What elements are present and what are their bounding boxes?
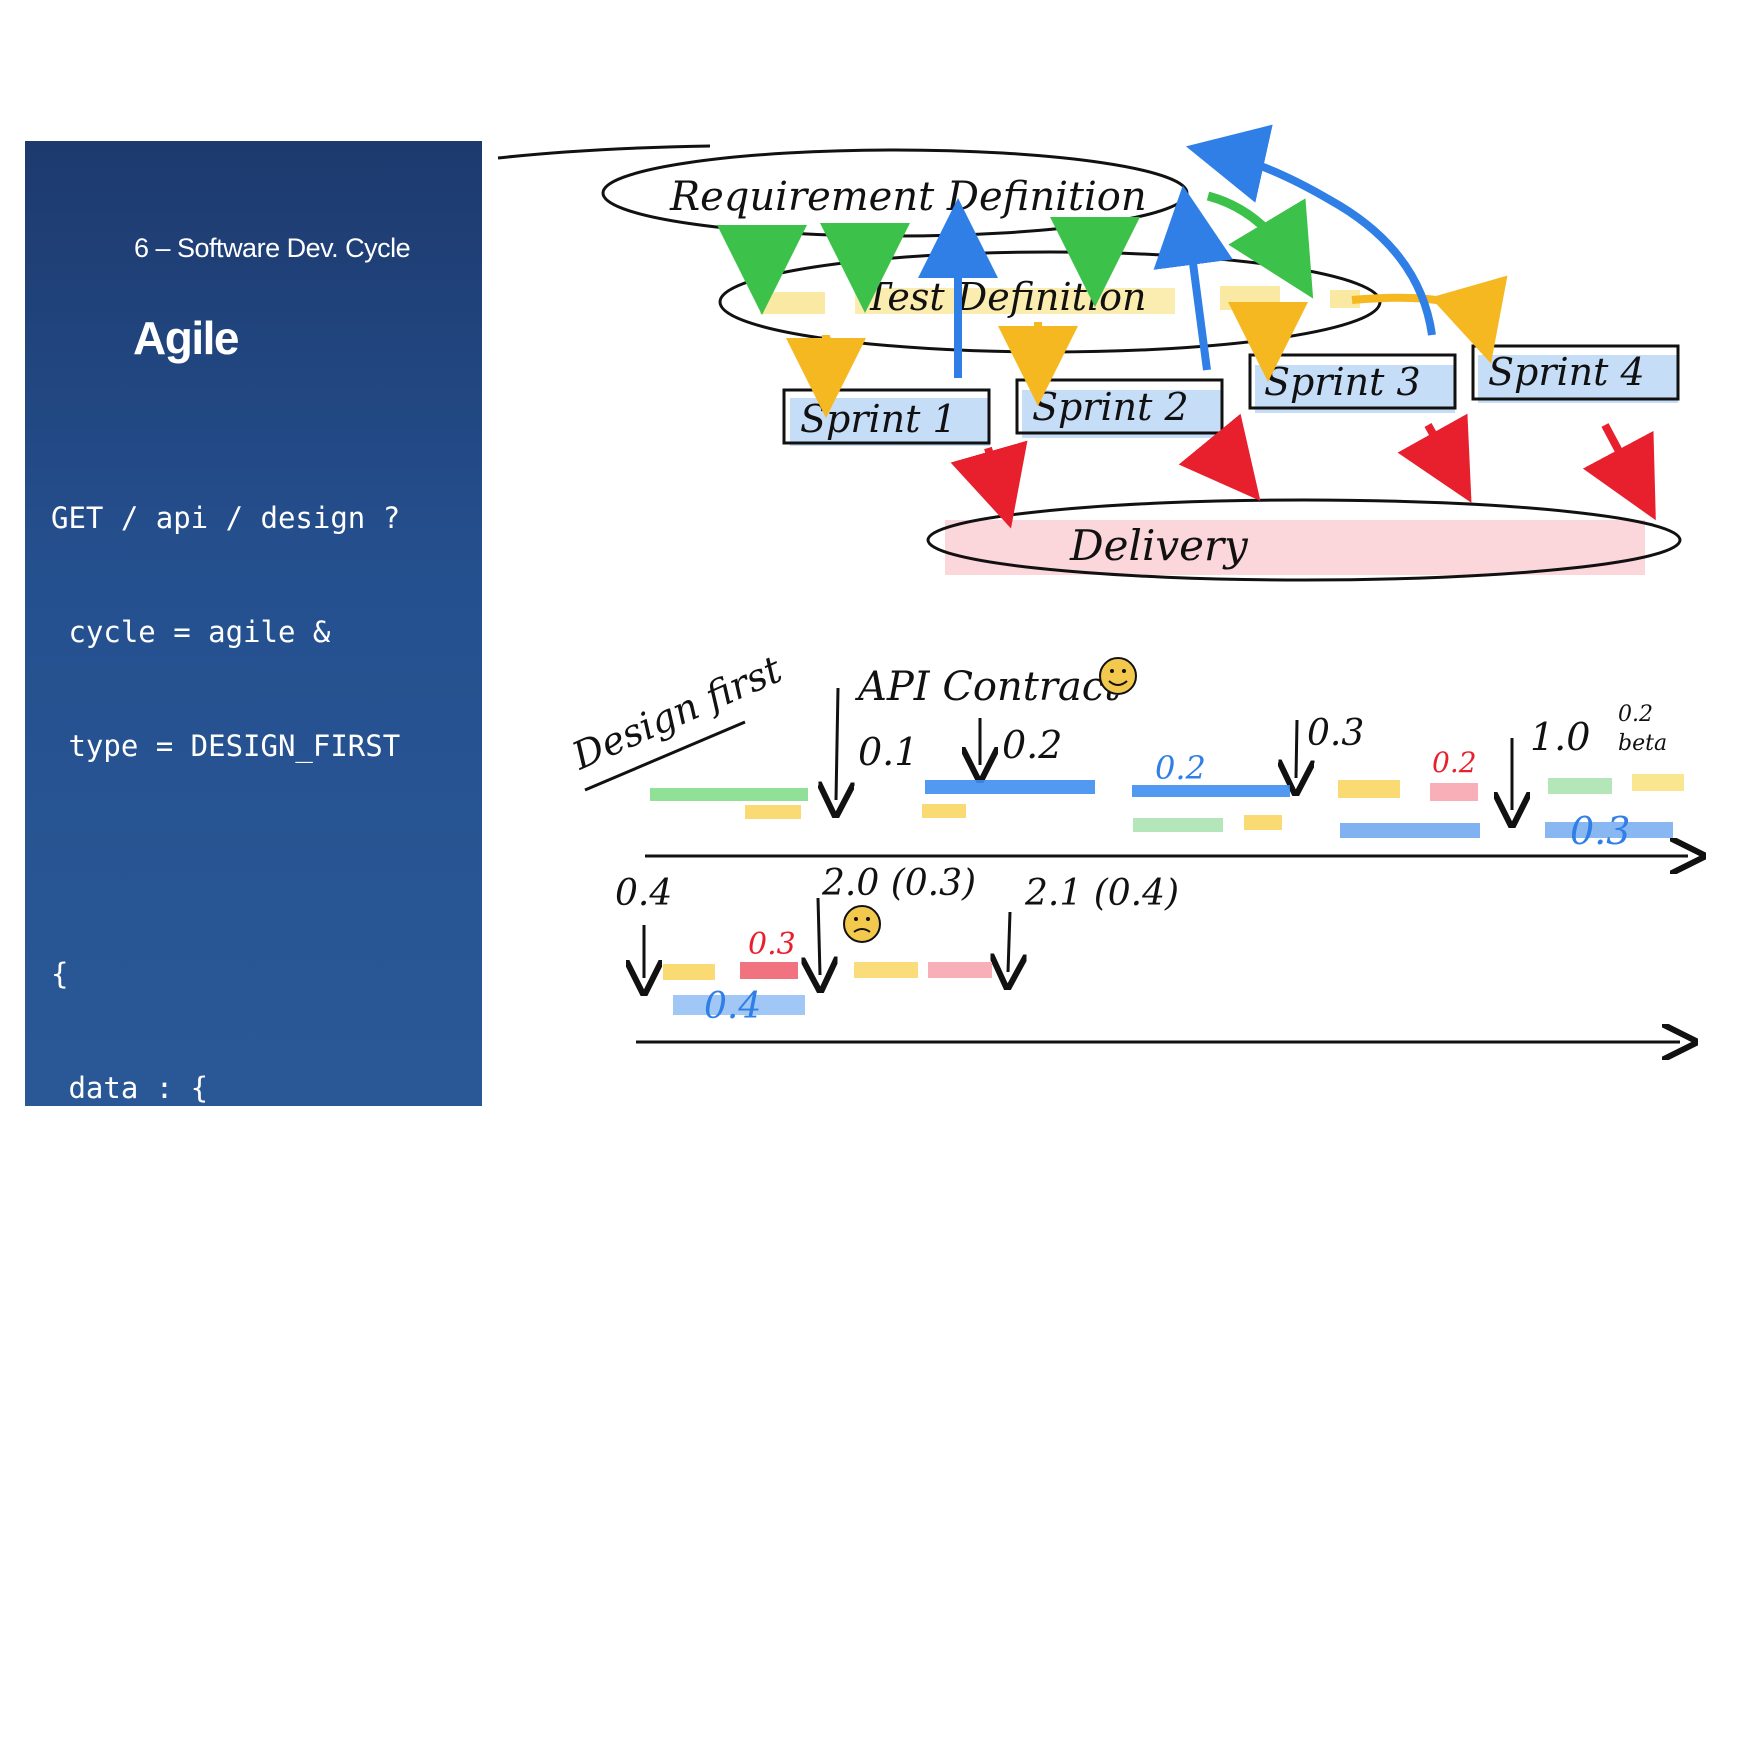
yellow-arrows bbox=[786, 275, 1508, 418]
version-1-0-note-top: 0.2 bbox=[1618, 702, 1653, 727]
api-contract-label: API Contract bbox=[854, 664, 1121, 710]
smiley-icon bbox=[1099, 657, 1137, 695]
delivery-highlight bbox=[945, 520, 1645, 575]
code-line: timeline : bbox=[51, 1185, 278, 1219]
bar-label-0-3-red: 0.3 bbox=[748, 927, 796, 962]
blue-arrows bbox=[918, 124, 1436, 378]
yellow-bar bbox=[663, 964, 715, 980]
blue-bar bbox=[1340, 823, 1480, 838]
green-bar bbox=[1133, 818, 1223, 832]
version-0-3: 0.3 bbox=[1307, 713, 1364, 754]
decor-stroke bbox=[497, 144, 711, 160]
blue-bar bbox=[1132, 785, 1290, 797]
code-line: cycle = agile & bbox=[51, 615, 331, 649]
test-label: Test Definition bbox=[865, 275, 1146, 319]
slide-title: Agile bbox=[133, 312, 239, 364]
left-panel: 6 – Software Dev. Cycle Agile GET / api … bbox=[25, 141, 482, 1675]
design-first-timeline: Design first API Contract 0.1 0.2 0.3 1.… bbox=[565, 647, 1688, 1042]
code-line: } bbox=[51, 1641, 69, 1675]
version-2-0: 2.0 (0.3) bbox=[821, 863, 976, 904]
version-0-4: 0.4 bbox=[615, 873, 672, 914]
blue-bar bbox=[925, 780, 1095, 794]
yellow-bar bbox=[922, 804, 966, 818]
sprint-1-label: Sprint 1 bbox=[800, 397, 957, 441]
bar-label-0-2-blue: 0.2 bbox=[1155, 749, 1206, 787]
sprint-1-box: Sprint 1 bbox=[782, 388, 991, 446]
yellow-bar bbox=[1244, 815, 1282, 830]
blue-bar bbox=[673, 995, 805, 1015]
sprint-3-box: Sprint 3 bbox=[1248, 353, 1457, 413]
code-line: GET / api / design ? bbox=[51, 501, 401, 535]
version-0-2: 0.2 bbox=[1002, 723, 1062, 767]
red-bar bbox=[1430, 783, 1478, 801]
code-line: } bbox=[51, 1527, 86, 1561]
version-0-1: 0.1 bbox=[858, 730, 918, 774]
bar-label-0-3-blue: 0.3 bbox=[1570, 809, 1630, 853]
code-line: data : { bbox=[51, 1071, 209, 1105]
agile-diagram: Requirement Definition Test Definition D… bbox=[497, 124, 1754, 1240]
yellow-bar bbox=[745, 805, 801, 819]
red-bar bbox=[740, 962, 798, 979]
blue-bar bbox=[1545, 822, 1673, 838]
red-bar bbox=[928, 962, 992, 978]
sad-face-icon bbox=[843, 905, 881, 943]
code-line: { bbox=[51, 957, 69, 991]
design-first-label: Design first bbox=[565, 647, 789, 779]
green-bar bbox=[650, 788, 808, 801]
version-2-1: 2.1 (0.4) bbox=[1024, 873, 1179, 914]
code-line: cost : bbox=[51, 1413, 209, 1447]
bar-label-0-2-red: 0.2 bbox=[1432, 746, 1477, 779]
version-1-0-note-bottom: beta bbox=[1618, 731, 1667, 756]
version-1-0: 1.0 bbox=[1530, 715, 1590, 759]
yellow-bar bbox=[854, 962, 918, 978]
code-line: satisfaction : bbox=[51, 1299, 348, 1333]
code-line: type = DESIGN_FIRST bbox=[51, 729, 401, 763]
sprint-3-label: Sprint 3 bbox=[1264, 360, 1421, 404]
delivery-ellipse bbox=[926, 498, 1682, 582]
sprint-4-box: Sprint 4 bbox=[1471, 344, 1680, 403]
bar-label-0-4-blue: 0.4 bbox=[704, 986, 761, 1027]
green-bar bbox=[1548, 778, 1612, 794]
requirement-label: Requirement Definition bbox=[669, 174, 1147, 220]
red-arrows bbox=[950, 413, 1656, 529]
delivery-label: Delivery bbox=[1069, 521, 1249, 570]
slide-subtitle: 6 – Software Dev. Cycle bbox=[134, 233, 411, 263]
yellow-bar bbox=[1632, 774, 1684, 791]
sprint-2-box: Sprint 2 bbox=[1015, 378, 1224, 438]
sprint-2-label: Sprint 2 bbox=[1032, 385, 1189, 429]
yellow-bar bbox=[1338, 780, 1400, 798]
sprint-4-label: Sprint 4 bbox=[1488, 350, 1645, 394]
